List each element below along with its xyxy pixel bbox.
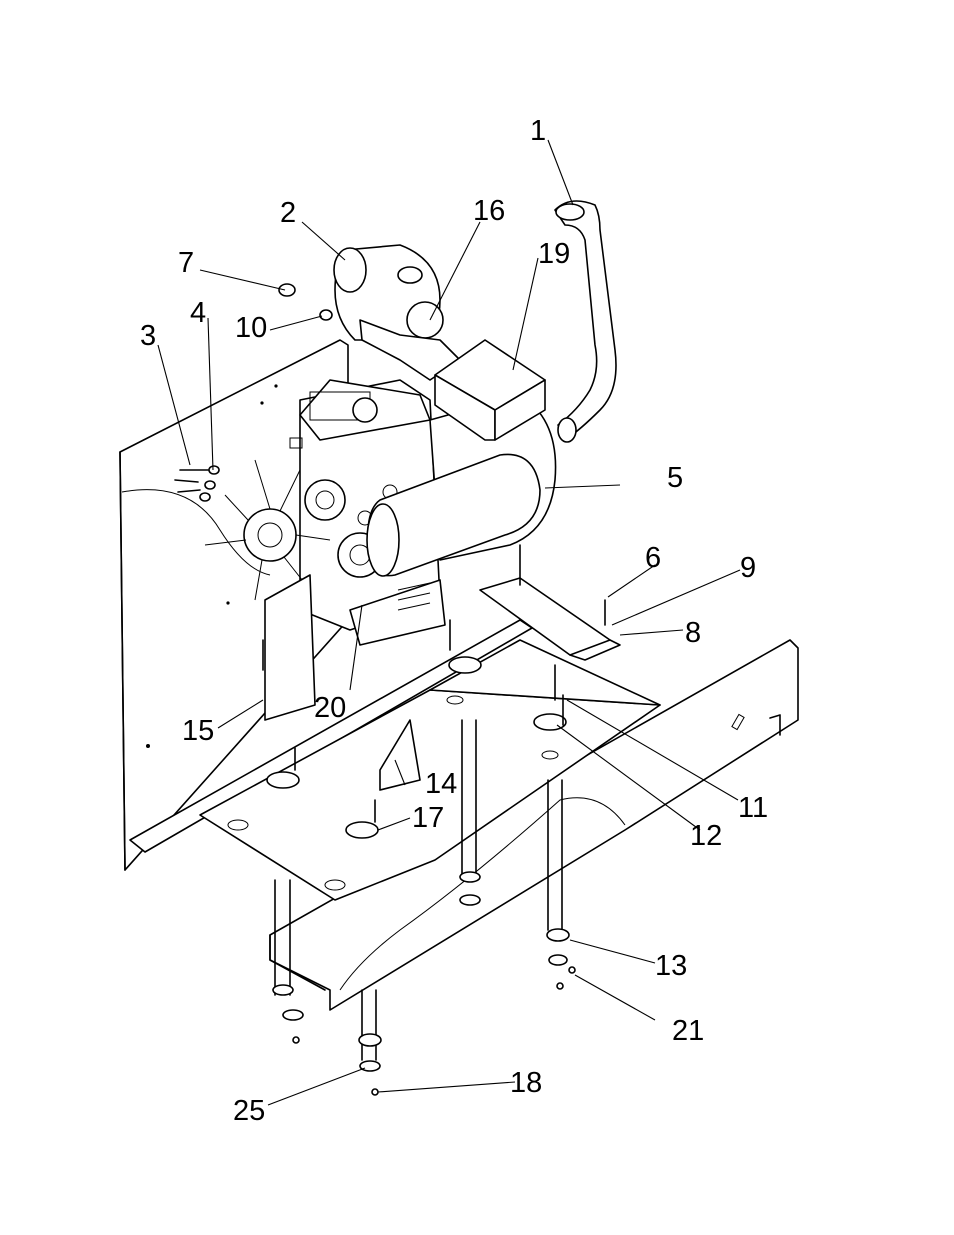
callout-13: 13	[655, 950, 687, 982]
callout-7: 7	[178, 247, 194, 279]
callout-21: 21	[672, 1015, 704, 1047]
left-bracket	[265, 575, 315, 720]
callout-1: 1	[530, 115, 546, 147]
callout-5: 5	[667, 462, 683, 494]
fitting	[279, 284, 295, 296]
callout-3: 3	[140, 320, 156, 352]
callout-20: 20	[314, 692, 346, 724]
callout-9: 9	[740, 552, 756, 584]
callout-25: 25	[233, 1095, 265, 1127]
callout-10: 10	[235, 312, 267, 344]
callout-19: 19	[538, 238, 570, 270]
callout-8: 8	[685, 617, 701, 649]
callout-12: 12	[690, 820, 722, 852]
callout-15: 15	[182, 715, 214, 747]
callout-6: 6	[645, 542, 661, 574]
callout-4: 4	[190, 297, 206, 329]
callout-16: 16	[473, 195, 505, 227]
callout-14: 14	[425, 768, 457, 800]
callout-18: 18	[510, 1067, 542, 1099]
mounting-bracket	[480, 578, 620, 660]
air-cleaner	[334, 245, 460, 380]
gasket	[320, 310, 332, 320]
callout-2: 2	[280, 197, 296, 229]
callout-11: 11	[738, 792, 768, 824]
callout-17: 17	[412, 802, 444, 834]
